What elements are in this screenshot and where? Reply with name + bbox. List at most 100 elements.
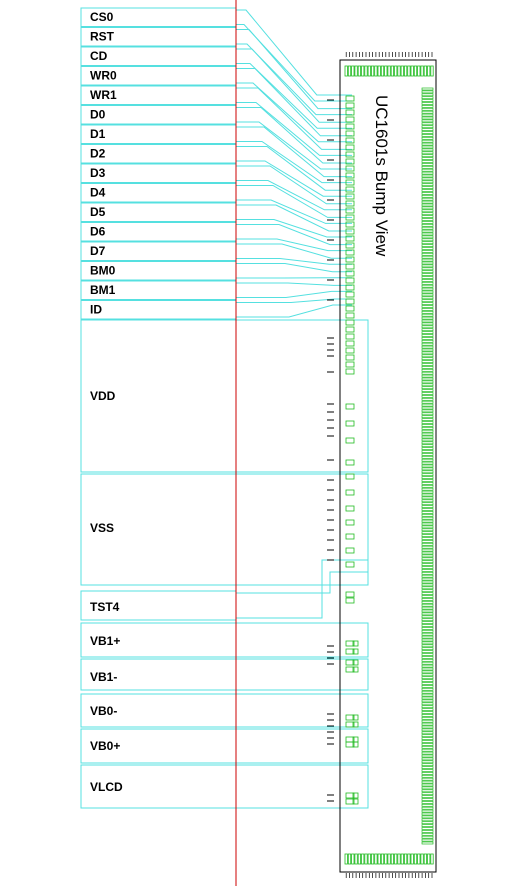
pin-label-d7: D7	[90, 244, 106, 258]
bump-pad	[421, 760, 434, 764]
bump-pad	[421, 479, 434, 482]
bump-pad	[421, 598, 434, 601]
bump-pad	[345, 312, 355, 319]
bump-pad	[421, 803, 434, 807]
bump-pad	[390, 853, 395, 865]
bump-pad	[421, 838, 434, 842]
bump-pad	[421, 450, 434, 453]
bump-pad	[345, 505, 355, 512]
bump-pad	[421, 690, 434, 694]
bump-pad	[421, 424, 434, 427]
bump-pad	[421, 221, 434, 224]
bump-pad	[421, 328, 434, 332]
bump-pad	[421, 832, 434, 836]
bump-pad	[421, 780, 434, 784]
bump-pad	[421, 827, 434, 830]
bump-pad	[421, 824, 434, 827]
bump-pad	[421, 653, 434, 656]
bump-pad	[421, 711, 434, 714]
bump-pad	[351, 853, 355, 865]
bump-pad	[421, 783, 434, 787]
bump-pad	[407, 65, 411, 77]
trace-line	[236, 43, 352, 116]
bump-pad	[421, 537, 434, 540]
bump-pad	[421, 308, 434, 311]
bump-pad	[407, 853, 411, 865]
bump-pad	[374, 65, 378, 77]
bump-pad	[421, 763, 434, 767]
bump-pad	[421, 618, 434, 622]
trace-line	[236, 160, 352, 197]
bump-pad	[421, 789, 434, 793]
bump-pad	[345, 221, 355, 228]
bump-pad	[421, 351, 434, 355]
bump-pad	[421, 830, 434, 833]
bump-pad	[421, 499, 434, 503]
bump-pad	[421, 99, 434, 102]
trace-line	[236, 204, 352, 232]
bump-pad	[421, 339, 434, 343]
bump-pad	[421, 342, 434, 346]
bump-pad	[345, 319, 355, 326]
bump-pad	[421, 325, 434, 329]
bump-pad	[421, 612, 434, 616]
pin-extension	[235, 622, 369, 658]
trace-line	[236, 571, 368, 594]
bump-pad	[421, 635, 434, 639]
bump-pad	[421, 363, 434, 366]
bump-pad	[421, 542, 434, 546]
bump-pad	[421, 705, 434, 709]
pin-label-d0: D0	[90, 108, 106, 122]
bump-pad	[430, 65, 434, 77]
bump-pad	[410, 65, 414, 77]
bump-pad	[421, 731, 434, 735]
bump-pad	[403, 853, 408, 865]
bump-pad	[421, 482, 434, 485]
bump-pad	[421, 212, 434, 216]
bump-pad	[421, 595, 434, 598]
bump-pad	[421, 685, 434, 688]
pin-label-wr0: WR0	[90, 69, 117, 83]
bump-pad	[352, 666, 359, 673]
bump-pad	[421, 313, 434, 317]
bump-pad	[345, 561, 355, 568]
bump-pads	[344, 65, 434, 865]
bump-pad	[421, 592, 434, 595]
bump-pad	[421, 400, 434, 404]
bump-pad	[345, 640, 355, 647]
bump-pad	[421, 366, 434, 369]
bump-pad	[421, 525, 434, 529]
trace-line	[236, 68, 352, 137]
bump-pad	[421, 380, 434, 384]
bump-pad	[421, 128, 434, 131]
bump-pad	[421, 177, 434, 181]
bump-pad	[421, 453, 434, 456]
bump-pad	[421, 606, 434, 610]
bump-pad	[352, 798, 359, 805]
bump-pad	[345, 591, 355, 598]
bump-pad	[421, 368, 434, 372]
bump-pad	[345, 109, 355, 116]
bump-pad	[374, 853, 378, 865]
bump-pad	[421, 589, 434, 593]
bump-pad	[357, 853, 362, 865]
bump-pad	[421, 403, 434, 407]
bump-pad	[421, 777, 434, 781]
bump-pad	[421, 96, 434, 100]
bump-pad	[421, 745, 434, 749]
bump-pad	[421, 116, 434, 120]
bump-pad	[421, 105, 434, 108]
bump-pad	[345, 721, 355, 728]
bump-pad	[421, 290, 434, 294]
pin-label-cd: CD	[90, 49, 108, 63]
bump-pad	[345, 547, 355, 554]
pin-extension	[235, 319, 369, 473]
bump-pad	[421, 218, 434, 221]
bump-pad	[421, 261, 434, 265]
bump-pad	[421, 415, 434, 419]
bump-pad	[421, 435, 434, 439]
bump-pad	[421, 134, 434, 137]
bump-pad	[421, 786, 434, 790]
trace-line	[236, 48, 352, 123]
bump-pad	[345, 95, 355, 102]
